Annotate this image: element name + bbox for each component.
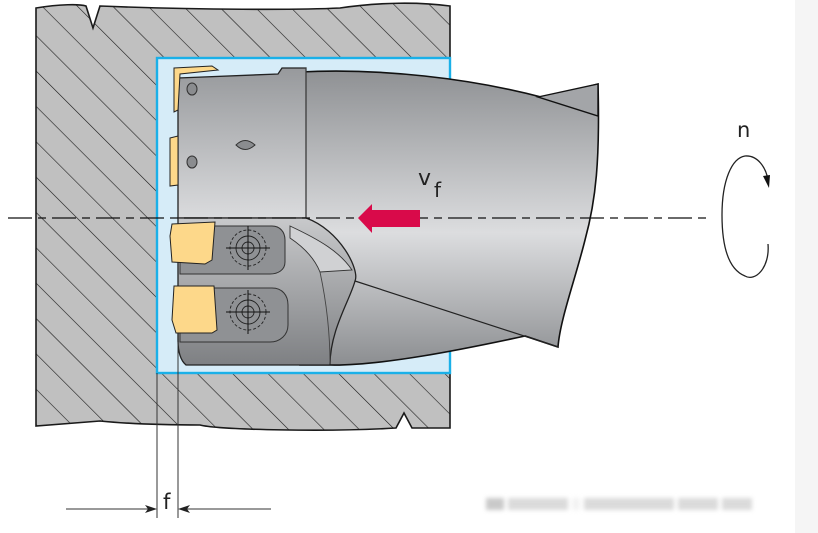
coolant-hole-icon (186, 155, 198, 169)
feed-velocity-subscript: f (434, 178, 442, 202)
workpiece (35, 2, 451, 431)
center-hole-icon (235, 140, 256, 150)
coolant-hole-icon (186, 82, 198, 96)
feed-velocity-label: v (418, 166, 432, 191)
feed-arrow-icon (358, 204, 420, 233)
rotation-arrow-icon (721, 155, 770, 278)
insert-lower (171, 285, 218, 334)
rotation-speed-label: n (737, 118, 751, 142)
insert-middle-edge (169, 135, 179, 187)
feed-per-rev-label: f (163, 490, 171, 514)
feed-dimension (66, 342, 271, 518)
insert-top (173, 65, 220, 113)
clamp-screw-upper (226, 226, 270, 270)
side-panel (795, 0, 818, 533)
insert-upper (169, 221, 216, 265)
inserts (169, 65, 220, 334)
watermark (486, 495, 776, 513)
clamp-screw-lower (226, 290, 270, 334)
